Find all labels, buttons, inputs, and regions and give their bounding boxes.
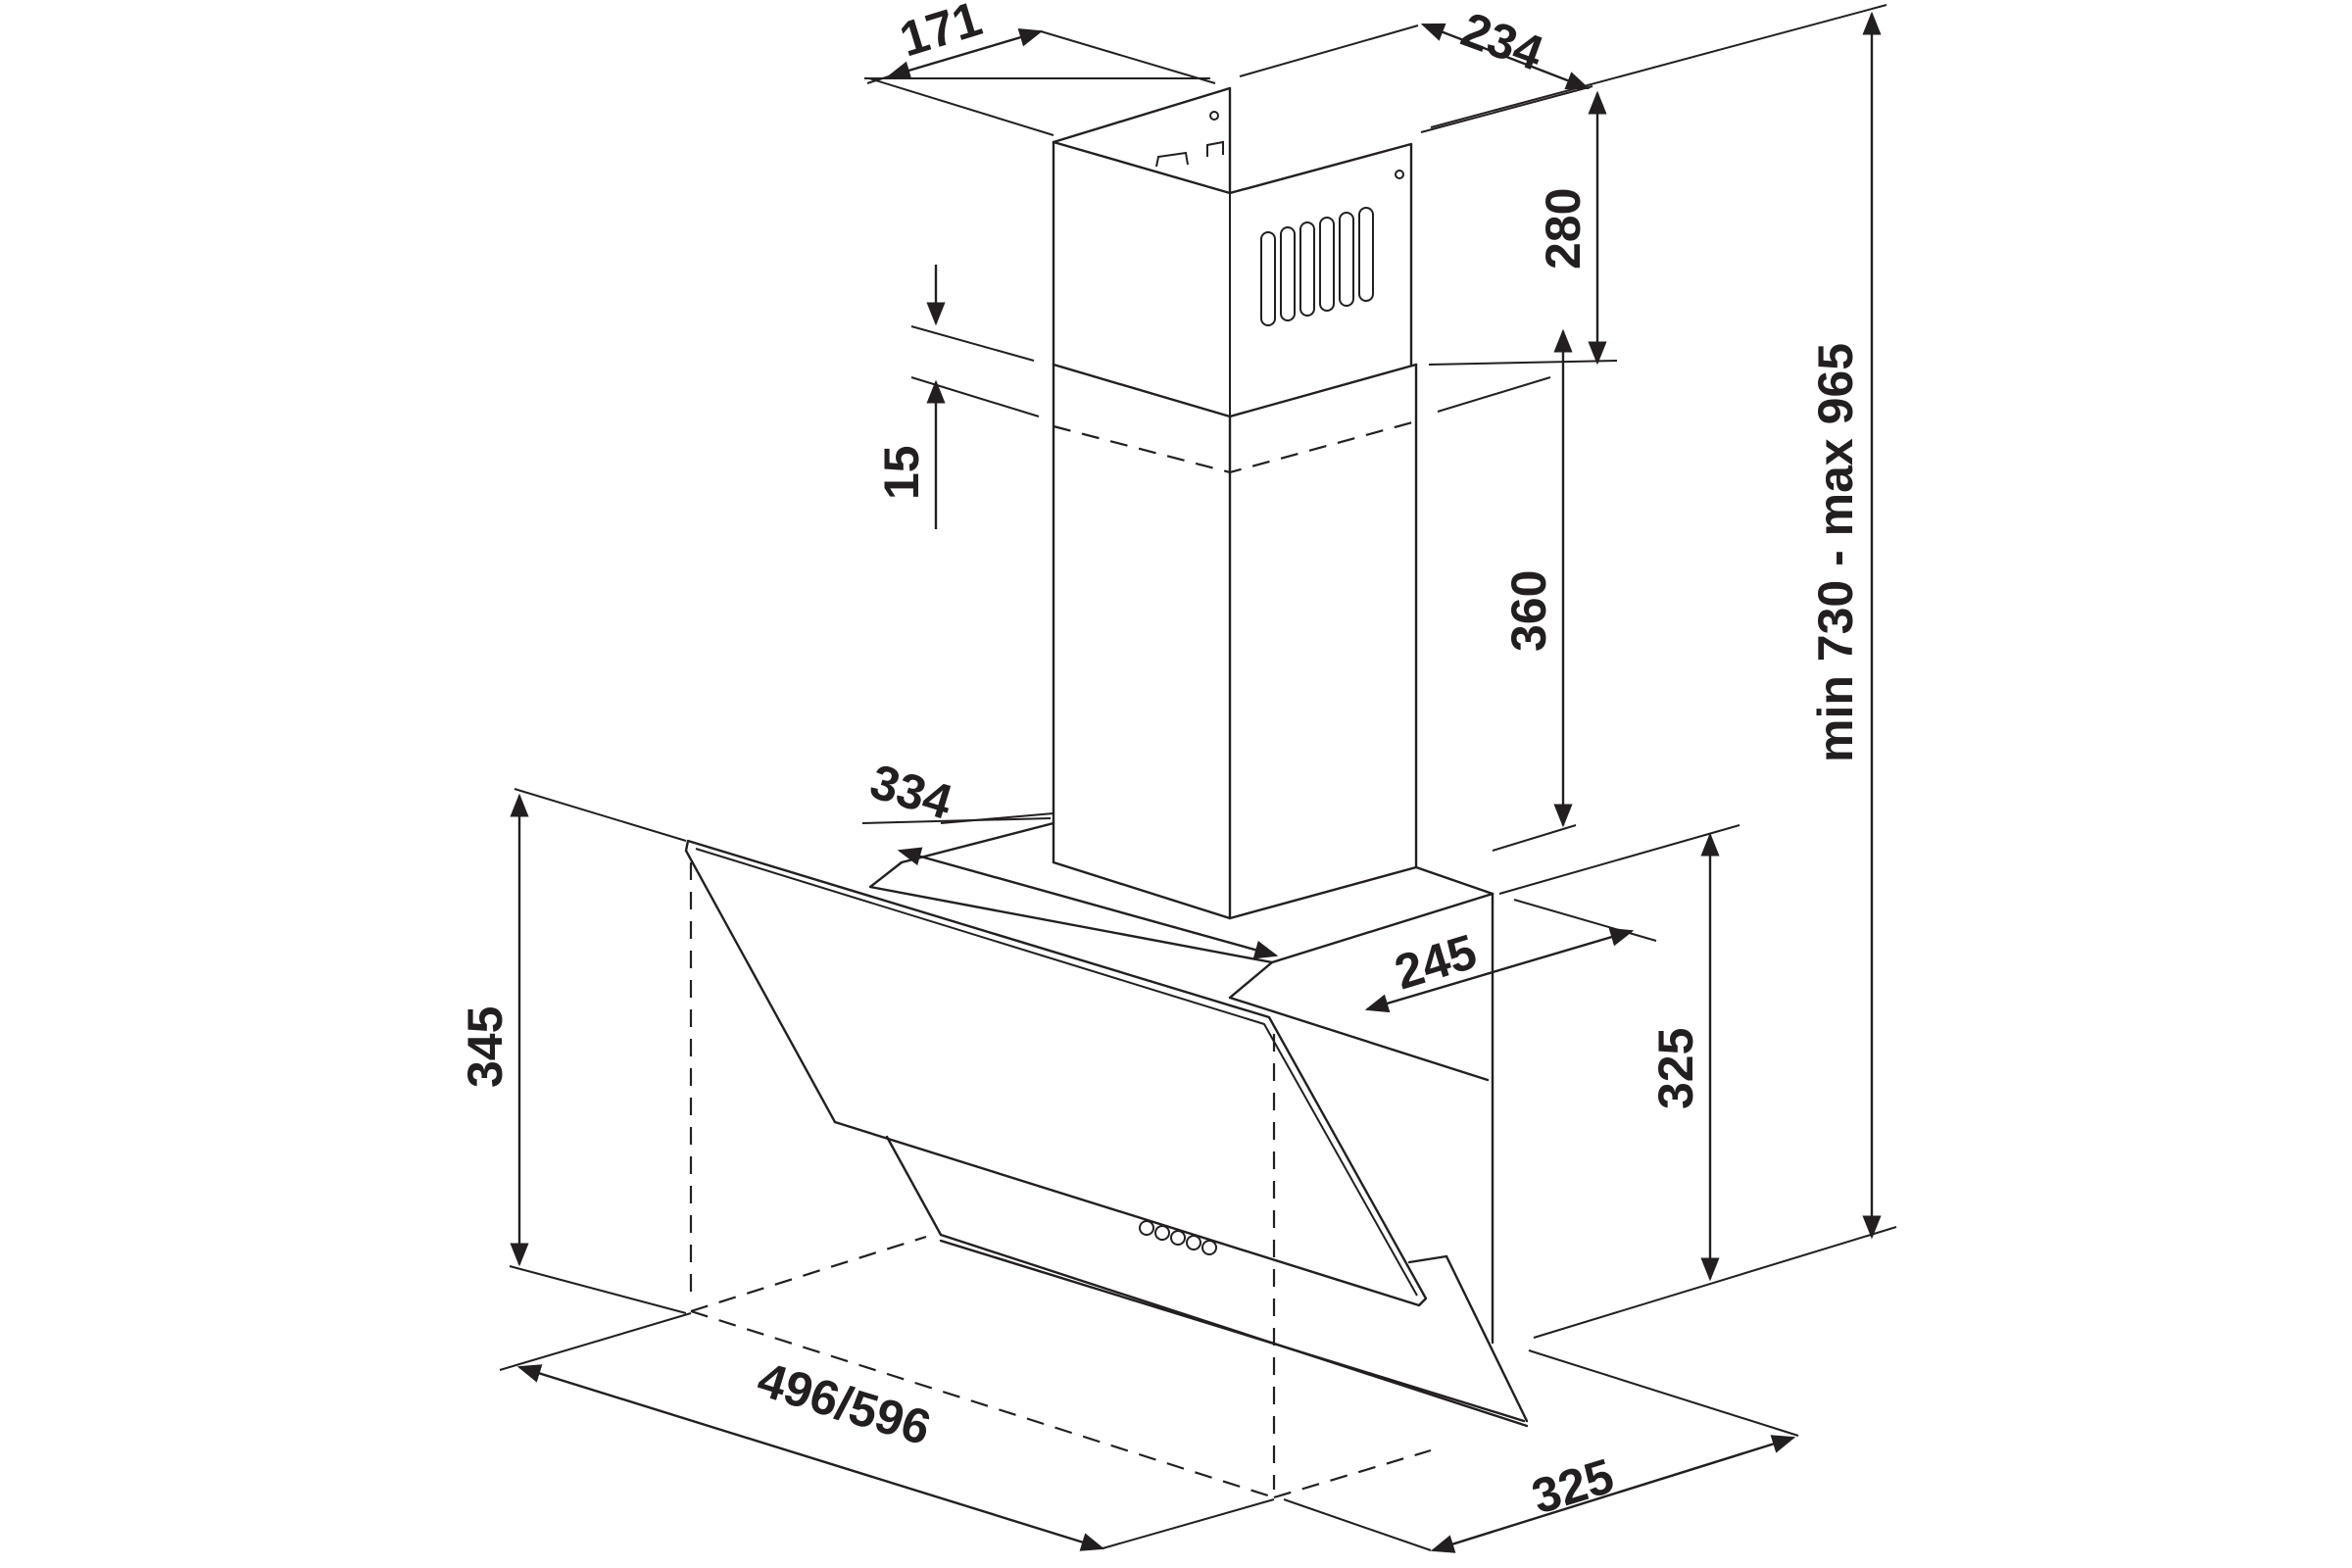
dim-label-345: 345 [458,1006,513,1088]
vent-slots [1260,207,1374,326]
dim-171: 171 [864,0,1216,136]
upper-chimney [1052,86,1413,416]
dim-325-vertical: 325 [1498,824,1740,1282]
lower-chimney [1052,363,1418,920]
dim-496-596: 496/596 [499,1312,1275,1551]
dim-245: 245 [1364,899,1657,1013]
dim-label-360: 360 [1501,570,1556,652]
dim-15: 15 [874,265,1040,529]
dim-label-280: 280 [1536,188,1591,270]
dim-label-325-vertical: 325 [1648,1028,1703,1109]
dim-label-334: 334 [864,754,958,830]
dim-345: 345 [458,788,687,1314]
dim-label-245: 245 [1389,924,1483,1001]
control-knobs [1139,1220,1217,1255]
dim-label-496-596: 496/596 [752,1351,937,1455]
dim-label-total-height: min 730 - max 965 [1808,343,1863,762]
glass-panel [684,839,1529,1428]
dim-label-325-horizontal: 325 [1526,1448,1620,1525]
dim-360: 360 [1437,328,1577,852]
dim-325-horizontal: 325 [1283,1349,1799,1553]
dim-label-15: 15 [874,445,929,500]
dim-234: 234 [1239,2,1593,133]
dim-total-height: min 730 - max 965 [1430,4,1897,1339]
dim-280: 280 [1428,90,1618,366]
dim-label-171: 171 [894,0,988,68]
